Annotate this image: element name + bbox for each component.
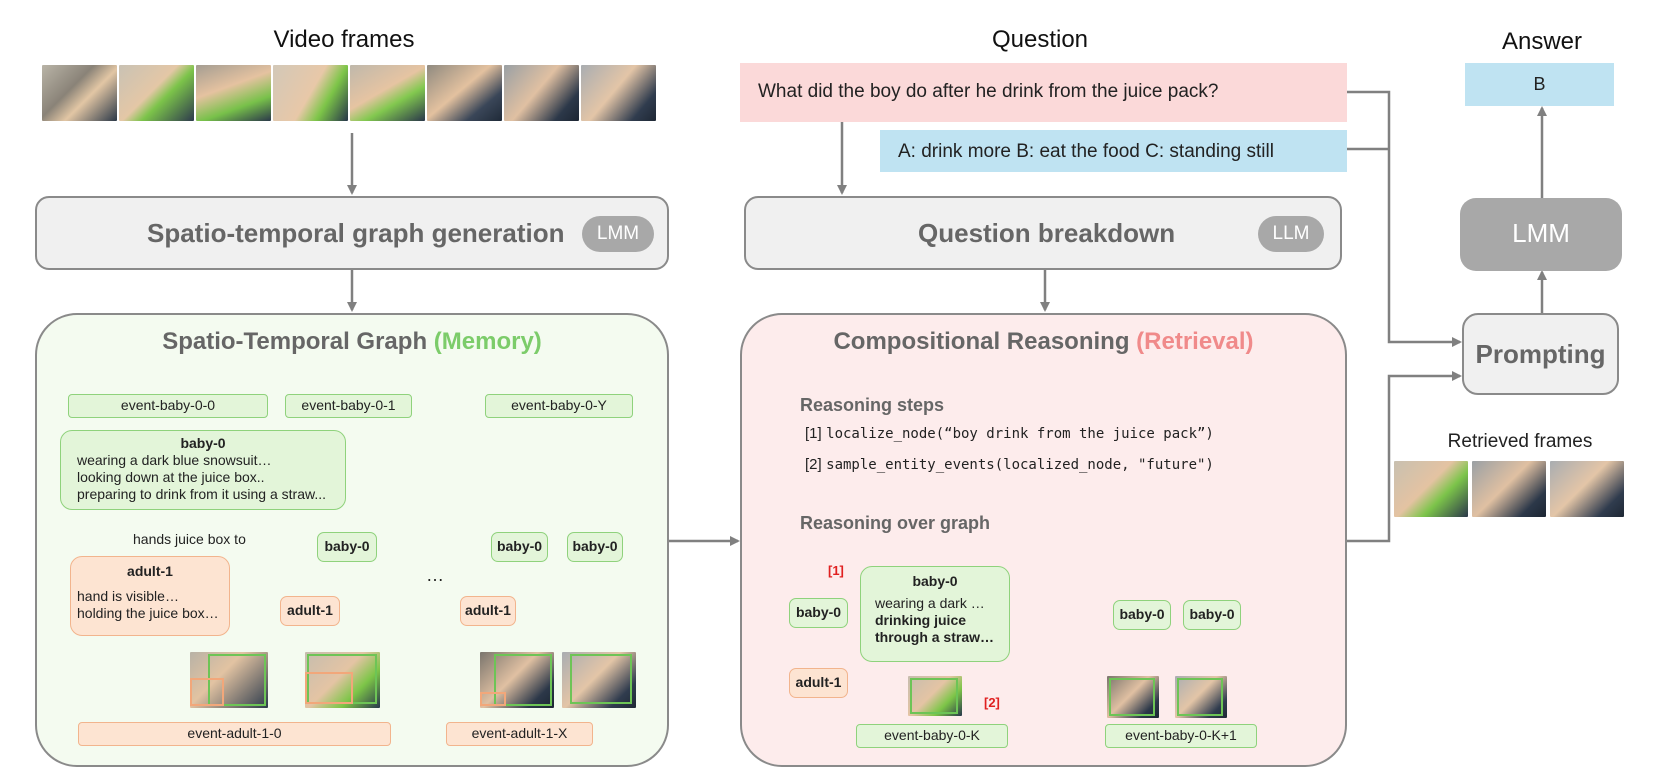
reasoning-graph-heading: Reasoning over graph: [800, 513, 991, 533]
card-name: baby-0: [180, 435, 226, 451]
question-breakdown-title: Question breakdown: [918, 218, 1176, 248]
memory-thumbnail: [480, 652, 554, 708]
memory-panel-title: Spatio-Temporal Graph (Memory): [35, 328, 669, 356]
event-node: event-baby-0-0: [68, 394, 268, 418]
card-line-bold: through a straw…: [875, 629, 995, 645]
question-text: What did the boy do after he drink from …: [758, 81, 1219, 102]
reasoning-thumbnail: [1107, 676, 1159, 718]
retrieval-title-tag: (Retrieval): [1136, 328, 1254, 355]
entity-node: baby-0: [1113, 600, 1171, 630]
reasoning-thumbnail: [1175, 676, 1227, 718]
prompting-module: Prompting: [1462, 313, 1619, 395]
question-box: What did the boy do after he drink from …: [740, 63, 1347, 122]
retrieval-title-text: Compositional Reasoning: [833, 328, 1130, 355]
lmm-badge: LMM: [582, 216, 654, 252]
video-frame: [581, 65, 656, 121]
video-frames-strip: [42, 65, 662, 121]
card-name: adult-1: [127, 563, 173, 579]
retrieved-frames-label: Retrieved frames: [1447, 431, 1593, 452]
arrow-question-to-prompting: [1347, 90, 1462, 347]
arrow-reasoning-to-prompting: [1347, 371, 1462, 543]
step2-marker: [2]: [984, 695, 1000, 710]
entity-node: baby-0: [1183, 600, 1241, 630]
step-number: [2]: [805, 456, 822, 473]
retrieved-frame: [1550, 461, 1624, 517]
answer-value: B: [1533, 74, 1546, 94]
memory-thumbnail: [305, 652, 380, 708]
entity-node: baby-0: [317, 532, 377, 562]
ellipsis-marker: …: [426, 565, 444, 585]
event-node: event-baby-0-Y: [485, 394, 633, 418]
prompting-title: Prompting: [1475, 339, 1606, 369]
video-frame: [427, 65, 502, 121]
step1-marker: [1]: [828, 563, 844, 578]
entity-node: baby-0: [789, 598, 848, 628]
retrieved-frame: [1394, 461, 1468, 517]
memory-title-text: Spatio-Temporal Graph: [162, 328, 428, 355]
reasoning-step: [2] sample_entity_events(localized_node,…: [805, 456, 1214, 474]
card-line: looking down at the juice box..: [77, 469, 265, 485]
video-frame: [273, 65, 348, 121]
stg-generation-module: Spatio-temporal graph generation LMM: [35, 196, 669, 270]
video-frame: [350, 65, 425, 121]
entity-node: baby-0: [491, 532, 548, 562]
card-line: wearing a dark …: [875, 595, 985, 611]
baby-entity-card: baby-0 wearing a dark blue snowsuit… loo…: [60, 430, 346, 510]
lmm-module: LMM: [1460, 198, 1622, 271]
memory-thumbnail: [190, 652, 268, 708]
card-name: baby-0: [912, 573, 958, 589]
retrieval-panel-title: Compositional Reasoning (Retrieval): [740, 328, 1347, 356]
answer-box: B: [1465, 63, 1614, 106]
card-line: wearing a dark blue snowsuit…: [77, 452, 272, 468]
entity-node: adult-1: [280, 596, 340, 626]
event-node: event-baby-0-K: [856, 724, 1008, 748]
video-frame: [504, 65, 579, 121]
relation-label: hands juice box to: [133, 531, 246, 547]
event-node: event-baby-0-K+1: [1105, 724, 1257, 748]
video-frame: [119, 65, 194, 121]
step-code: localize_node(“boy drink from the juice …: [826, 426, 1214, 442]
question-breakdown-module: Question breakdown LLM: [744, 196, 1342, 270]
memory-thumbnail: [562, 652, 636, 708]
question-header: Question: [991, 26, 1089, 53]
card-line-bold: drinking juice: [875, 612, 967, 628]
stg-generation-title: Spatio-temporal graph generation: [147, 218, 565, 248]
step-code: sample_entity_events(localized_node, "fu…: [826, 457, 1214, 473]
retrieved-frame: [1472, 461, 1546, 517]
entity-node: adult-1: [460, 596, 516, 626]
event-node: event-adult-1-0: [78, 722, 391, 746]
reasoning-step: [1] localize_node(“boy drink from the ju…: [805, 425, 1214, 443]
event-node: event-baby-0-1: [285, 394, 412, 418]
event-node: event-adult-1-X: [446, 722, 593, 746]
localized-entity-card: baby-0 wearing a dark … drinking juice t…: [860, 566, 1010, 662]
options-text: A: drink more B: eat the food C: standin…: [898, 141, 1274, 162]
entity-node: adult-1: [789, 668, 848, 698]
llm-badge: LLM: [1258, 216, 1324, 252]
video-frame: [42, 65, 117, 121]
reasoning-steps-heading: Reasoning steps: [800, 395, 945, 415]
retrieval-panel: [740, 313, 1347, 767]
reasoning-thumbnail: [908, 676, 962, 716]
answer-header: Answer: [1501, 28, 1583, 55]
lmm-title: LMM: [1512, 218, 1570, 248]
card-line: preparing to drink from it using a straw…: [77, 486, 326, 502]
memory-title-tag: (Memory): [433, 328, 542, 355]
adult-entity-card: adult-1 hand is visible… holding the jui…: [70, 556, 230, 636]
card-line: hand is visible…: [77, 588, 179, 604]
video-frame: [196, 65, 271, 121]
options-box: A: drink more B: eat the food C: standin…: [880, 130, 1347, 172]
card-line: holding the juice box…: [77, 605, 219, 621]
step-number: [1]: [805, 425, 822, 442]
video-frames-header: Video frames: [273, 26, 415, 53]
entity-node: baby-0: [567, 532, 623, 562]
